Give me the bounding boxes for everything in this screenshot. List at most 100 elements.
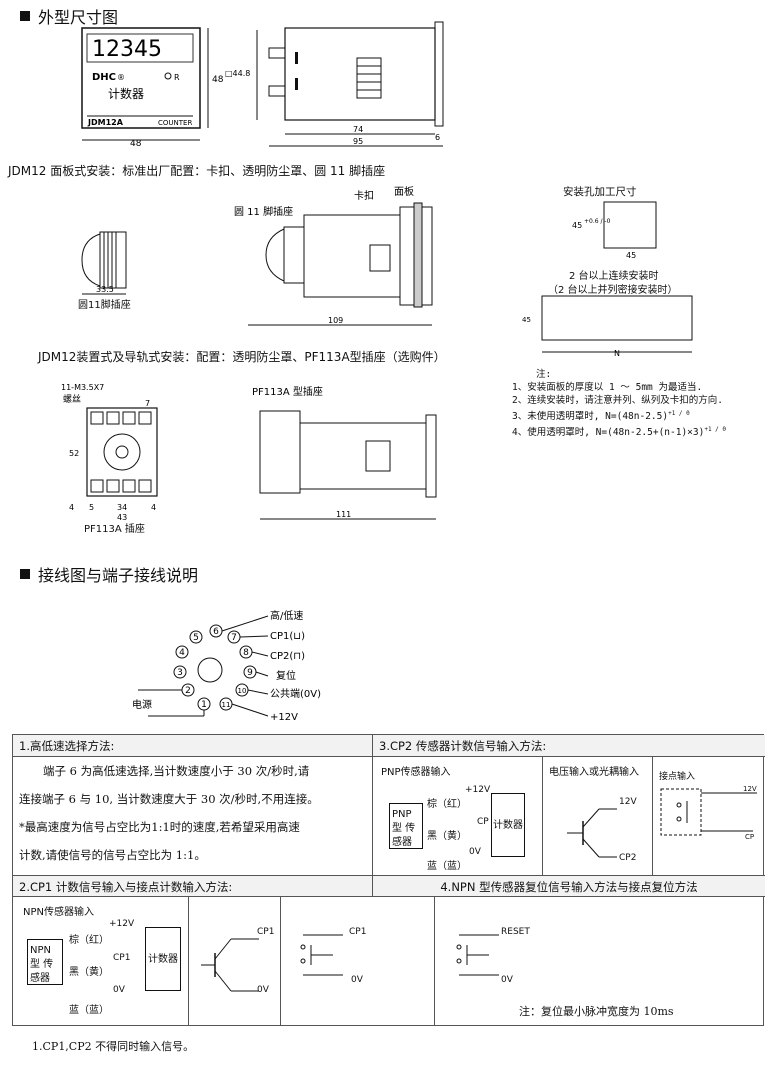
pnp-sensor-box: PNP型 传感器 — [389, 803, 423, 849]
svg-text:109: 109 — [328, 316, 343, 325]
svg-text:®: ® — [117, 73, 125, 82]
svg-text:43: 43 — [117, 513, 127, 522]
svg-text:R: R — [174, 73, 180, 82]
section-bullet — [20, 11, 30, 21]
reset-contact-cell: RESET 0V 注：复位最小脉冲宽度为 10ms — [435, 897, 765, 1025]
pin-5: 5 — [193, 633, 199, 643]
svg-text:45: 45 — [522, 316, 531, 324]
cutout-title: 安装孔加工尺寸 — [563, 186, 637, 198]
svg-text:CP2(⊓): CP2(⊓) — [270, 651, 305, 662]
pf113a-top-drawing: 11-M3.5X7 螺丝 7 52 4 5 34 4 43 — [61, 383, 158, 522]
note-item: 1、安装面板的厚度以 1 ～ 5mm 为最适当. — [512, 382, 703, 393]
dimensions-section-title: 外型尺寸图 — [20, 4, 118, 28]
svg-text:□44.8: □44.8 — [225, 69, 250, 78]
pin-8: 8 — [243, 648, 249, 658]
svg-text:面板: 面板 — [394, 185, 414, 198]
round-socket-drawing: 33.5 — [81, 231, 127, 295]
svg-text:45: 45 — [572, 221, 582, 230]
svg-text:7: 7 — [145, 399, 150, 408]
front-view-drawing: 12345 DHC ® R 计数器 JDM12A COUNTER 48 48 — [81, 27, 224, 149]
npn-transistor-icon — [201, 938, 259, 992]
pin-4: 4 — [179, 648, 185, 658]
svg-text:+0.6 / -0: +0.6 / -0 — [584, 218, 611, 225]
footer-note: 1.CP1,CP2 不得同时输入信号。 — [32, 1040, 195, 1053]
panel-mount-caption: JDM12 面板式安装：标准出厂配置：卡扣、透明防尘罩、圆 11 脚插座 — [8, 164, 386, 178]
counter-box: 计数器 — [145, 927, 181, 991]
cp1-transistor-cell: CP1 0V — [189, 897, 281, 1025]
pnp-input-cell: PNP传感器输入 PNP型 传感器 棕（红） +12V CP 黑（黄） 0V 蓝… — [373, 757, 543, 875]
wiring-table: 1.高低速选择方法: 3.CP2 传感器计数信号输入方法: 端子 6 为高低速选… — [12, 734, 765, 1026]
pin-1: 1 — [201, 700, 207, 710]
svg-text:74: 74 — [353, 125, 363, 134]
pf113a-label: PF113A 插座 — [84, 524, 145, 535]
panel-mount-drawing: 圆 11 脚插座 卡扣 面板 109 — [234, 185, 433, 326]
rail-mount-caption: JDM12装置式及导轨式安装：配置：透明防尘罩、PF113A型插座（选购件） — [38, 350, 446, 364]
svg-text:6: 6 — [435, 133, 440, 142]
svg-text:COUNTER: COUNTER — [158, 119, 192, 127]
counter-box: 计数器 — [491, 793, 525, 857]
pin-2: 2 — [185, 686, 191, 696]
svg-text:N: N — [614, 349, 620, 358]
side-view-drawing: □44.8 74 6 95 — [225, 21, 444, 147]
voltage-input-cell: 电压输入或光耦输入 12V CP2 — [543, 757, 653, 875]
contact-switch-icon — [300, 934, 343, 976]
svg-text:34: 34 — [117, 503, 127, 512]
svg-text:计数器: 计数器 — [108, 86, 144, 101]
header-cell-3: 3.CP2 传感器计数信号输入方法: — [373, 735, 765, 757]
multi-cutout-subtitle: （2 台以上并列密接安装时） — [548, 285, 678, 296]
svg-text:45: 45 — [626, 251, 636, 260]
svg-text:公共端(0V): 公共端(0V) — [270, 687, 321, 700]
svg-text:33.5: 33.5 — [96, 285, 114, 294]
svg-text:+12V: +12V — [270, 712, 298, 723]
svg-text:复位: 复位 — [276, 669, 296, 682]
svg-text:CP1(⊔): CP1(⊔) — [270, 631, 305, 642]
svg-text:11-M3.5X7: 11-M3.5X7 — [61, 383, 104, 392]
pin-6: 6 — [213, 627, 219, 637]
header-cell-4: 4.NPN 型传感器复位信号输入方法与接点复位方法 — [373, 875, 765, 897]
pin-wiring-diagram: 1 2 3 4 5 6 7 8 9 10 11 高/低速 CP1(⊔) CP2(… — [132, 609, 321, 723]
pin-10: 10 — [238, 687, 247, 695]
header-cell-1: 1.高低速选择方法: — [13, 735, 373, 757]
brand-logo: DHC — [92, 72, 116, 83]
multi-cutout-title: 2 台以上连续安装时 — [569, 271, 659, 282]
note-item: 3、未使用透明罩时, N=(48n-2.5) — [512, 411, 669, 423]
svg-text:95: 95 — [353, 137, 363, 146]
svg-text:JDM12A: JDM12A — [87, 118, 124, 127]
multi-cutout-drawing: 45 N — [522, 295, 693, 358]
counter-display: 12345 — [92, 37, 162, 62]
svg-text:48: 48 — [130, 139, 142, 149]
reset-switch-icon — [456, 934, 499, 976]
pin-3: 3 — [177, 668, 183, 678]
svg-text:4: 4 — [69, 503, 74, 512]
svg-text:PF113A 型插座: PF113A 型插座 — [252, 385, 323, 398]
wiring-section-title: 接线图与端子接线说明 — [20, 562, 198, 586]
npn-input-cell: NPN传感器输入 NPN型 传感器 棕（红） +12V CP1 黑（黄） 0V … — [13, 897, 189, 1025]
svg-text:圆 11 脚插座: 圆 11 脚插座 — [234, 205, 293, 218]
cp1-contact-cell: CP1 0V — [281, 897, 435, 1025]
npn-sensor-box: NPN型 传感器 — [27, 939, 63, 985]
power-label: 电源 — [132, 698, 152, 711]
npn-transistor-icon — [567, 808, 617, 858]
section-bullet — [20, 569, 30, 579]
note-item: 2、连续安装时，请注意并列、纵列及卡扣的方向. — [512, 395, 723, 406]
svg-text:5: 5 — [89, 503, 94, 512]
note-item: 4、使用透明罩时, N=(48n-2.5+(n-1)×3) — [512, 427, 705, 439]
svg-text:卡扣: 卡扣 — [354, 189, 374, 202]
reset-note: 注：复位最小脉冲宽度为 10ms — [519, 1005, 674, 1018]
round-socket-label: 圆11脚插座 — [78, 300, 131, 311]
pin-9: 9 — [247, 668, 253, 678]
svg-text:高/低速: 高/低速 — [270, 609, 303, 622]
svg-text:52: 52 — [69, 449, 79, 458]
pin-11: 11 — [222, 701, 231, 709]
svg-text:48: 48 — [212, 75, 224, 85]
svg-text:111: 111 — [336, 510, 351, 519]
svg-text:螺丝: 螺丝 — [63, 393, 81, 405]
speed-select-text: 端子 6 为高低速选择,当计数速度小于 30 次/秒时,请 连接端子 6 与 1… — [13, 757, 373, 875]
installation-notes: 注: 1、安装面板的厚度以 1 ～ 5mm 为最适当. 2、连续安装时，请注意并… — [512, 368, 762, 439]
contact-input-cell: 接点输入 12V CP — [653, 757, 765, 875]
pf113a-side-drawing: PF113A 型插座 111 — [252, 385, 437, 520]
svg-text:4: 4 — [151, 503, 156, 512]
contact-switch-icon — [660, 788, 757, 836]
header-cell-2: 2.CP1 计数信号输入与接点计数输入方法: — [13, 875, 373, 897]
pin-7: 7 — [231, 633, 237, 643]
